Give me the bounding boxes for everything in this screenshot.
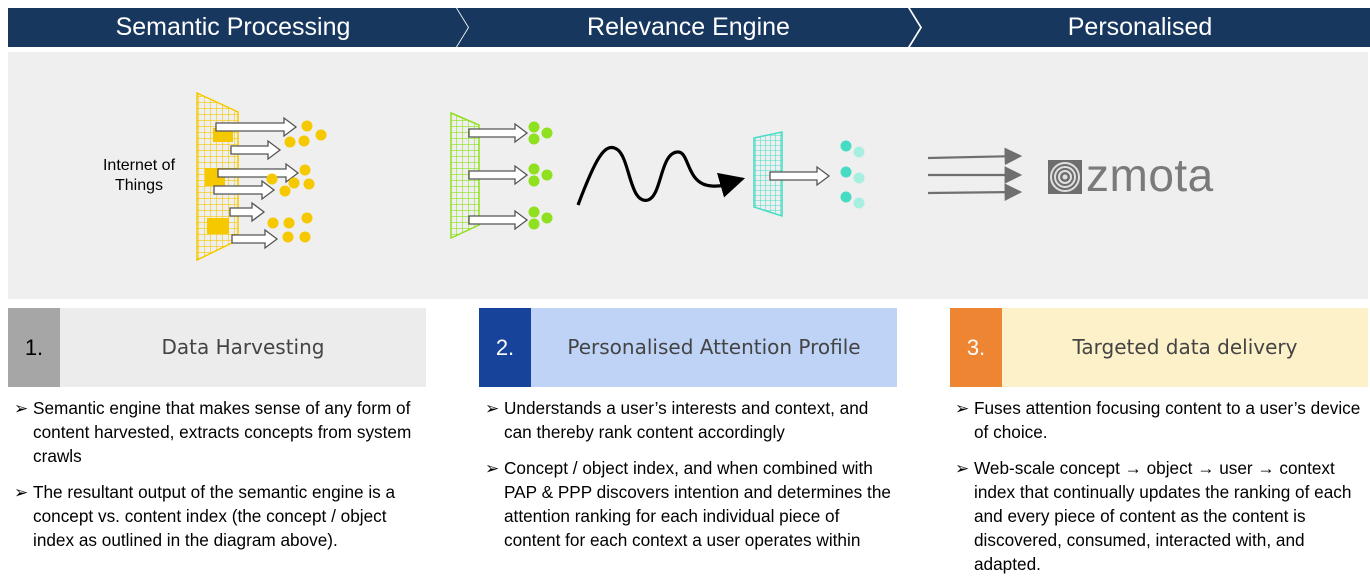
teal-dots bbox=[840, 140, 865, 209]
step-label: Personalised Attention Profile bbox=[531, 308, 897, 387]
bullet-arrow-icon: ➢ bbox=[14, 398, 29, 418]
bullets-column-3: ➢ Fuses attention focusing content to a … bbox=[955, 396, 1365, 588]
step-label: Targeted data delivery bbox=[1002, 308, 1368, 387]
zmota-logo: zmota bbox=[1048, 149, 1248, 202]
step-label: Data Harvesting bbox=[60, 308, 426, 387]
bullet-arrow-icon: ➢ bbox=[955, 458, 970, 478]
bullet-arrow-icon: ➢ bbox=[955, 398, 970, 418]
header-title: Personalised bbox=[1067, 13, 1213, 41]
green-dots bbox=[528, 121, 553, 230]
header-semantic-processing: Semantic Processing bbox=[8, 8, 468, 47]
flow-diagram bbox=[196, 91, 1023, 262]
bullets-column-1: ➢ Semantic engine that makes sense of an… bbox=[14, 396, 426, 564]
harvest-arrows bbox=[213, 116, 300, 250]
zmota-logo-icon bbox=[1048, 160, 1082, 194]
profile-grid-icon bbox=[753, 131, 783, 218]
chevron-shape bbox=[457, 8, 920, 47]
step-box-3: 3. Targeted data delivery bbox=[950, 308, 1368, 387]
iot-label: Internet of Things bbox=[102, 157, 176, 194]
bullet-item: ➢ Concept / object index, and when combi… bbox=[485, 458, 891, 550]
yellow-dots bbox=[266, 120, 327, 243]
header-relevance-engine: Relevance Engine bbox=[457, 8, 920, 47]
step-number: 2. bbox=[479, 308, 531, 387]
chevron-shape bbox=[8, 8, 468, 47]
bullet-item: ➢ Understands a user’s interests and con… bbox=[485, 398, 869, 442]
chevron-shape bbox=[910, 8, 1370, 47]
step-number: 1. bbox=[8, 308, 60, 387]
profile-arrow bbox=[769, 165, 831, 187]
step-number: 3. bbox=[950, 308, 1002, 387]
bullet-arrow-icon: ➢ bbox=[14, 482, 29, 502]
header-personalised: Personalised bbox=[910, 8, 1370, 47]
step-box-2: 2. Personalised Attention Profile bbox=[479, 308, 897, 387]
bullets-column-2: ➢ Understands a user’s interests and con… bbox=[485, 396, 897, 564]
header-title: Relevance Engine bbox=[587, 13, 790, 41]
zmota-logo-text: zmota bbox=[1086, 149, 1214, 201]
bullet-item: ➢ Web-scale concept → object → user → co… bbox=[955, 458, 1352, 574]
bullet-arrow-icon: ➢ bbox=[485, 458, 500, 478]
relevance-grid-icon bbox=[450, 111, 480, 240]
bullet-item: ➢ Fuses attention focusing content to a … bbox=[955, 398, 1361, 442]
step-box-1: 1. Data Harvesting bbox=[8, 308, 426, 387]
delivery-arrows bbox=[927, 147, 1023, 201]
bullet-arrow-icon: ➢ bbox=[485, 398, 500, 418]
bullet-item: ➢ The resultant output of the semantic e… bbox=[14, 482, 396, 550]
process-squiggle-arrow bbox=[576, 145, 746, 206]
header-title: Semantic Processing bbox=[115, 13, 351, 41]
relevance-arrows bbox=[468, 122, 529, 231]
bullet-item: ➢ Semantic engine that makes sense of an… bbox=[14, 398, 412, 466]
